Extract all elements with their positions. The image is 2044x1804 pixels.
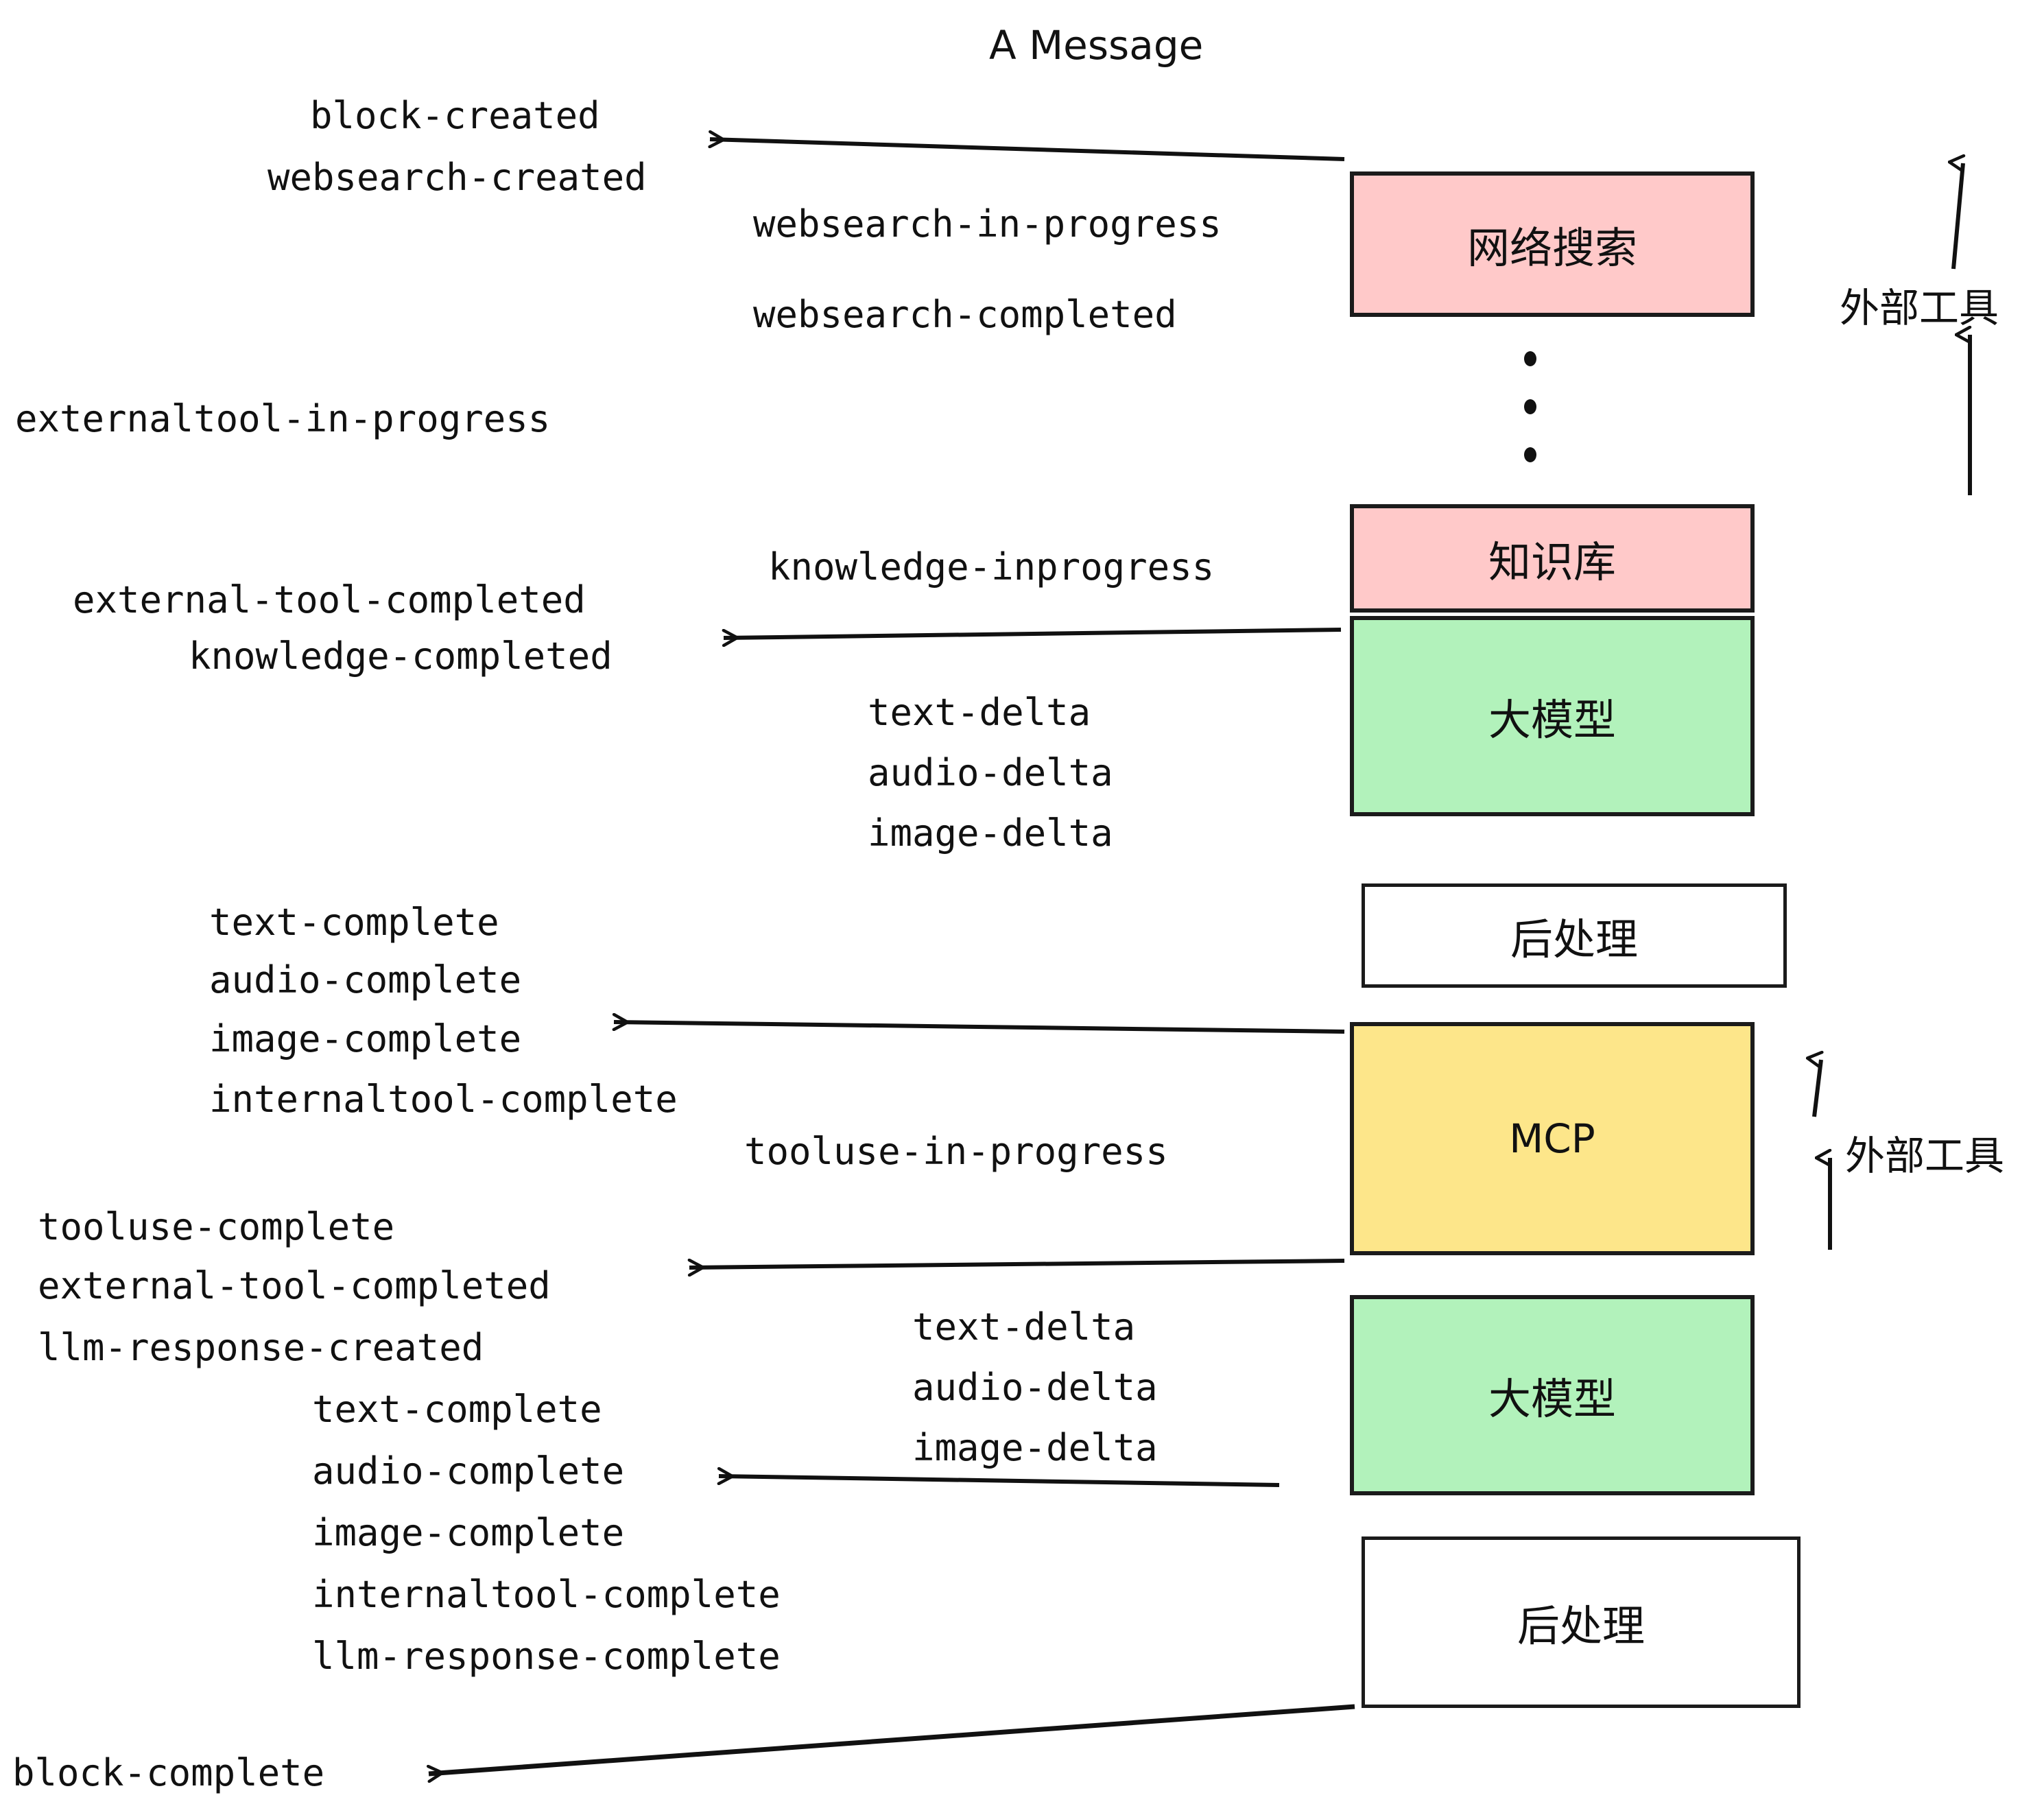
event-label-image-complete-1: image-complete [209,1017,522,1060]
box-llm-bottom[interactable]: 大模型 [1350,1295,1755,1495]
box-websearch[interactable]: 网络搜索 [1350,171,1755,317]
event-label-block-created: block-created [310,94,600,137]
box-post-top-label: 后处理 [1510,914,1638,964]
event-label-internaltool-complete-1: internaltool-complete [209,1078,678,1121]
event-label-knowledge-completed: knowledge-completed [189,634,613,678]
event-label-websearch-completed: websearch-completed [753,293,1177,336]
side-label-external-tools-top: 外部工具 [1840,285,1999,331]
event-label-externaltool-in-progress: externaltool-in-progress [15,397,551,440]
box-knowledge-label: 知识库 [1488,537,1616,587]
box-mcp[interactable]: MCP [1350,1022,1755,1255]
event-label-audio-complete-1: audio-complete [209,958,522,1001]
arrow-mcp-to-tooluse-complete [689,1261,1345,1268]
arrow-knowledge-to-knowledge-completed [724,628,1342,638]
ellipsis-dot [1524,399,1536,414]
event-label-block-complete: block-complete [12,1751,325,1794]
event-label-text-complete-1: text-complete [209,901,499,944]
event-label-llm-response-complete: llm-response-complete [312,1635,781,1678]
ellipsis-dot [1524,447,1536,462]
event-label-audio-complete-2: audio-complete [312,1449,625,1493]
event-label-external-tool-completed-2: external-tool-completed [38,1264,551,1307]
event-label-text-complete-2: text-complete [312,1388,602,1431]
event-label-tooluse-complete: tooluse-complete [38,1205,395,1248]
event-label-websearch-in-progress: websearch-in-progress [753,202,1222,246]
box-post-bottom[interactable]: 后处理 [1362,1536,1801,1708]
event-label-image-delta-1: image-delta [868,811,1113,855]
arrow-external-tools-bottom-up [1814,1060,1821,1117]
event-label-text-delta-1: text-delta [868,691,1091,734]
event-label-image-delta-2: image-delta [912,1426,1158,1469]
box-llm-bottom-label: 大模型 [1488,1374,1616,1424]
page-title: A Message [989,22,1204,69]
box-mcp-label: MCP [1509,1115,1595,1162]
arrow-websearch-to-block-created [710,139,1345,161]
arrow-external-tools-top-up [1953,163,1963,270]
event-label-external-tool-completed-1: external-tool-completed [73,578,586,621]
arrow-post-to-block-complete [429,1704,1355,1774]
side-label-external-tools-bottom: 外部工具 [1845,1132,2005,1179]
event-label-internaltool-complete-2: internaltool-complete [312,1573,781,1616]
event-label-text-delta-2: text-delta [912,1305,1136,1349]
event-label-llm-response-created: llm-response-created [38,1326,484,1369]
box-llm-top[interactable]: 大模型 [1350,616,1755,816]
box-post-bottom-label: 后处理 [1517,1601,1645,1651]
box-websearch-label: 网络搜索 [1466,223,1637,273]
box-llm-top-label: 大模型 [1488,695,1616,745]
event-label-image-complete-2: image-complete [312,1511,625,1554]
event-label-tooluse-in-progress: tooluse-in-progress [744,1130,1168,1173]
event-label-knowledge-inprogress: knowledge-inprogress [768,545,1215,589]
ellipsis-dot [1524,351,1536,366]
event-label-audio-delta-2: audio-delta [912,1366,1158,1409]
box-knowledge[interactable]: 知识库 [1350,504,1755,613]
arrow-llm-bottom-to-audio-complete [719,1476,1280,1487]
arrow-llm-to-image-complete [614,1022,1345,1034]
event-label-websearch-created: websearch-created [268,156,647,199]
event-label-audio-delta-1: audio-delta [868,751,1113,794]
box-post-top[interactable]: 后处理 [1362,883,1787,988]
